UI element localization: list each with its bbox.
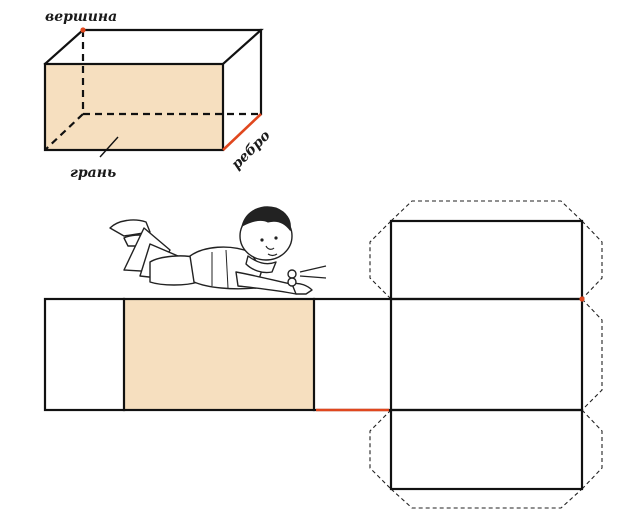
net-bottom-flap (389, 408, 584, 491)
face-label: грань (70, 165, 116, 181)
box-net (43, 200, 603, 509)
net-top-flap (389, 219, 584, 301)
cuboid (43, 27, 264, 158)
vertex-label: вершина (45, 9, 117, 25)
net-highlighted-face (124, 299, 314, 410)
cuboid-front-face (45, 64, 223, 150)
cuboid-highlighted-vertex (80, 27, 86, 33)
edge-label: ребро (229, 128, 274, 173)
cuboid-hidden-edge-depth (44, 113, 84, 151)
glue-tab-bottom (369, 409, 603, 509)
cuboid-top-edges (43, 28, 264, 66)
cuboid-front-outline (43, 62, 225, 152)
face-pointer-line (99, 136, 119, 158)
glue-tab-top (369, 200, 603, 300)
net-highlighted-vertex (579, 296, 585, 302)
boy-illustration (109, 206, 327, 295)
glue-tab-middle (581, 298, 603, 411)
cuboid-highlighted-edge (222, 113, 262, 151)
